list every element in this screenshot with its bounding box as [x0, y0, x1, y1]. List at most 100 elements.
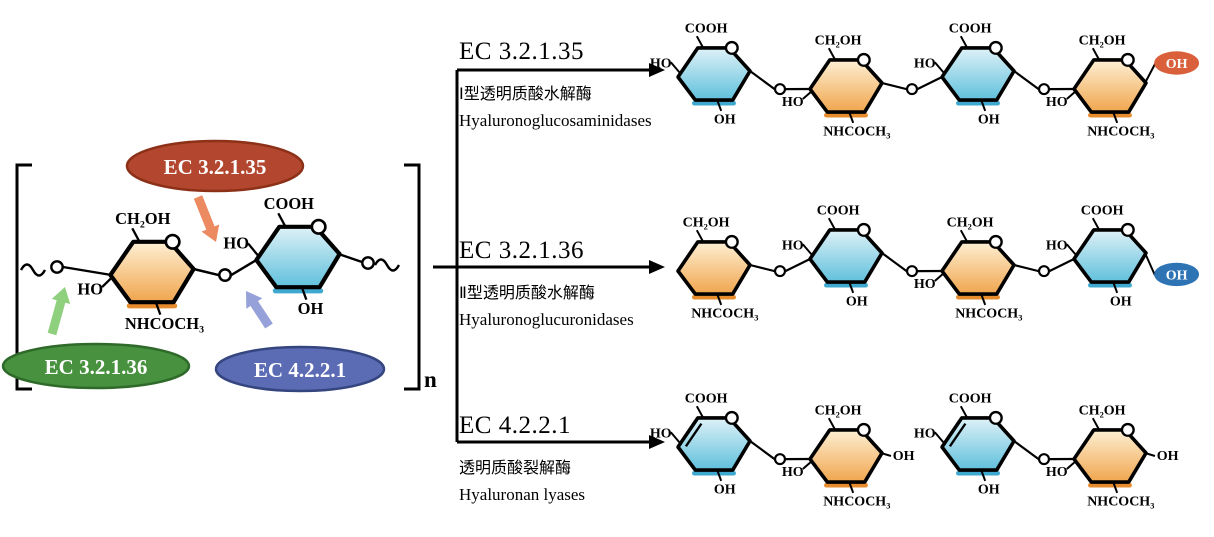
ring-oxygen-icon [988, 40, 1003, 55]
glycosidic-oxygen-icon [1037, 453, 1051, 466]
enzyme-name-en-1: Hyaluronoglucosaminidases [459, 111, 652, 130]
ring-body [808, 228, 884, 284]
terminal-oh-label: OH [1166, 57, 1188, 72]
substituent-bond [1091, 417, 1101, 431]
chem-label: HO [782, 238, 804, 253]
substituent-bond [980, 470, 987, 482]
chem-label: COOH [817, 204, 860, 219]
chem-label: COOH [685, 392, 728, 407]
pathway-labels-1: EC 3.2.1.35 Ⅰ型透明质酸水解酶 Hyaluronoglucosami… [459, 38, 652, 132]
arrowhead-icon [649, 260, 665, 274]
chem-label: COOH [264, 194, 315, 213]
cleavage-arrows [47, 195, 273, 336]
glycosidic-bond [1013, 440, 1040, 461]
substituent-bond [959, 405, 969, 419]
chem-label: NHCOCH₃ [125, 314, 204, 333]
substituent-bond [802, 90, 813, 100]
chem-label: HO [1046, 238, 1068, 253]
chem-label: CH₂OH [815, 404, 862, 419]
substituent-bond [848, 112, 855, 124]
terminal-oh-label: OH [1166, 268, 1188, 283]
glycosidic-bond [193, 267, 220, 277]
enzyme-cleavage-arrow [47, 287, 71, 336]
enzyme-badges: EC 3.2.1.35 EC 3.2.1.36 EC 4.2.2.1 [1, 139, 386, 393]
substituent-bond [934, 431, 945, 444]
ring-body [1072, 428, 1148, 484]
enzyme-name-en-3: Hyaluronan lyases [459, 485, 586, 504]
blue-sugar-ring: COOH OH HO [650, 392, 752, 498]
chain-continuation-squiggle [19, 263, 47, 277]
glycosidic-bond [916, 76, 943, 91]
glycosidic-oxygen-icon [773, 265, 787, 278]
chem-label: COOH [949, 22, 992, 37]
glycosidic-bond [338, 252, 363, 264]
chem-label: COOH [685, 22, 728, 37]
chem-label: COOH [1081, 204, 1124, 219]
substituent-bond [802, 460, 813, 470]
chem-label: HO [223, 233, 249, 252]
pathway-labels-3: EC 4.2.2.1 透明质酸裂解酶 Hyaluronan lyases [459, 412, 585, 506]
ring-body [254, 224, 342, 290]
right-bracket [404, 163, 421, 391]
glycosidic-bond [749, 70, 776, 91]
substituent-bond [802, 243, 813, 256]
substituent-bond [1066, 90, 1077, 100]
blue-sugar-ring: COOH OH HO OH [1046, 204, 1200, 310]
chem-label: HO [914, 277, 936, 292]
ring-body [1072, 228, 1148, 284]
substituent-bond [670, 431, 681, 444]
substituent-bond [880, 452, 892, 457]
reaction-flow [433, 63, 665, 449]
chem-label: OH [978, 483, 1000, 498]
ring-oxygen-icon [1120, 422, 1135, 437]
ring-body [108, 239, 196, 305]
enzyme-badge-ec-3-2-1-36: EC 3.2.1.36 [1, 342, 191, 390]
substituent-bond [695, 405, 705, 419]
substituent-bond [131, 227, 141, 243]
badge-ellipse [125, 139, 305, 193]
badge-label: EC 4.2.2.1 [254, 358, 346, 382]
substituent-bond [1066, 243, 1077, 256]
glycosidic-bond [1013, 70, 1040, 91]
chem-label: CH₂OH [815, 34, 862, 49]
ring-oxygen-icon [724, 40, 739, 55]
chem-label: NHCOCH₃ [823, 495, 890, 510]
substituent-bond [1144, 63, 1156, 84]
substituent-bond [1112, 112, 1119, 124]
substituent-bond [934, 61, 945, 74]
ring-body [808, 428, 884, 484]
substituent-bond [827, 47, 837, 61]
chem-label: HO [914, 426, 936, 441]
chem-label: NHCOCH₃ [1087, 495, 1154, 510]
enzyme-badge-ec-4-2-2-1: EC 4.2.2.1 [214, 345, 386, 393]
product-structures: COOHOHHOCH₂OHNHCOCH₃HOCOOHOHHOCH₂OHNHCOC… [650, 22, 1200, 510]
chem-label: OH [714, 483, 736, 498]
chem-label: OH [714, 113, 736, 128]
ring-oxygen-icon [1120, 222, 1135, 237]
glycosidic-oxygen-icon [218, 268, 232, 283]
substituent-bond [247, 242, 260, 257]
enzyme-name-cn-2: Ⅱ型透明质酸水解酶 [459, 283, 595, 302]
chem-label: HO [650, 426, 672, 441]
arrowhead-icon [649, 435, 665, 449]
terminal-oh-highlight [1154, 51, 1200, 75]
badge-ellipse [1, 342, 191, 390]
arrowhead-icon [649, 63, 665, 77]
substituent-bond [301, 287, 308, 301]
chem-label: NHCOCH₃ [1087, 125, 1154, 140]
enzyme-name-en-2: Hyaluronoglucuronidases [459, 310, 634, 329]
badge-label: EC 3.2.1.36 [45, 355, 148, 379]
ring-body [676, 46, 752, 102]
chem-label: OH [1110, 295, 1132, 310]
substituent-bond [827, 417, 837, 431]
